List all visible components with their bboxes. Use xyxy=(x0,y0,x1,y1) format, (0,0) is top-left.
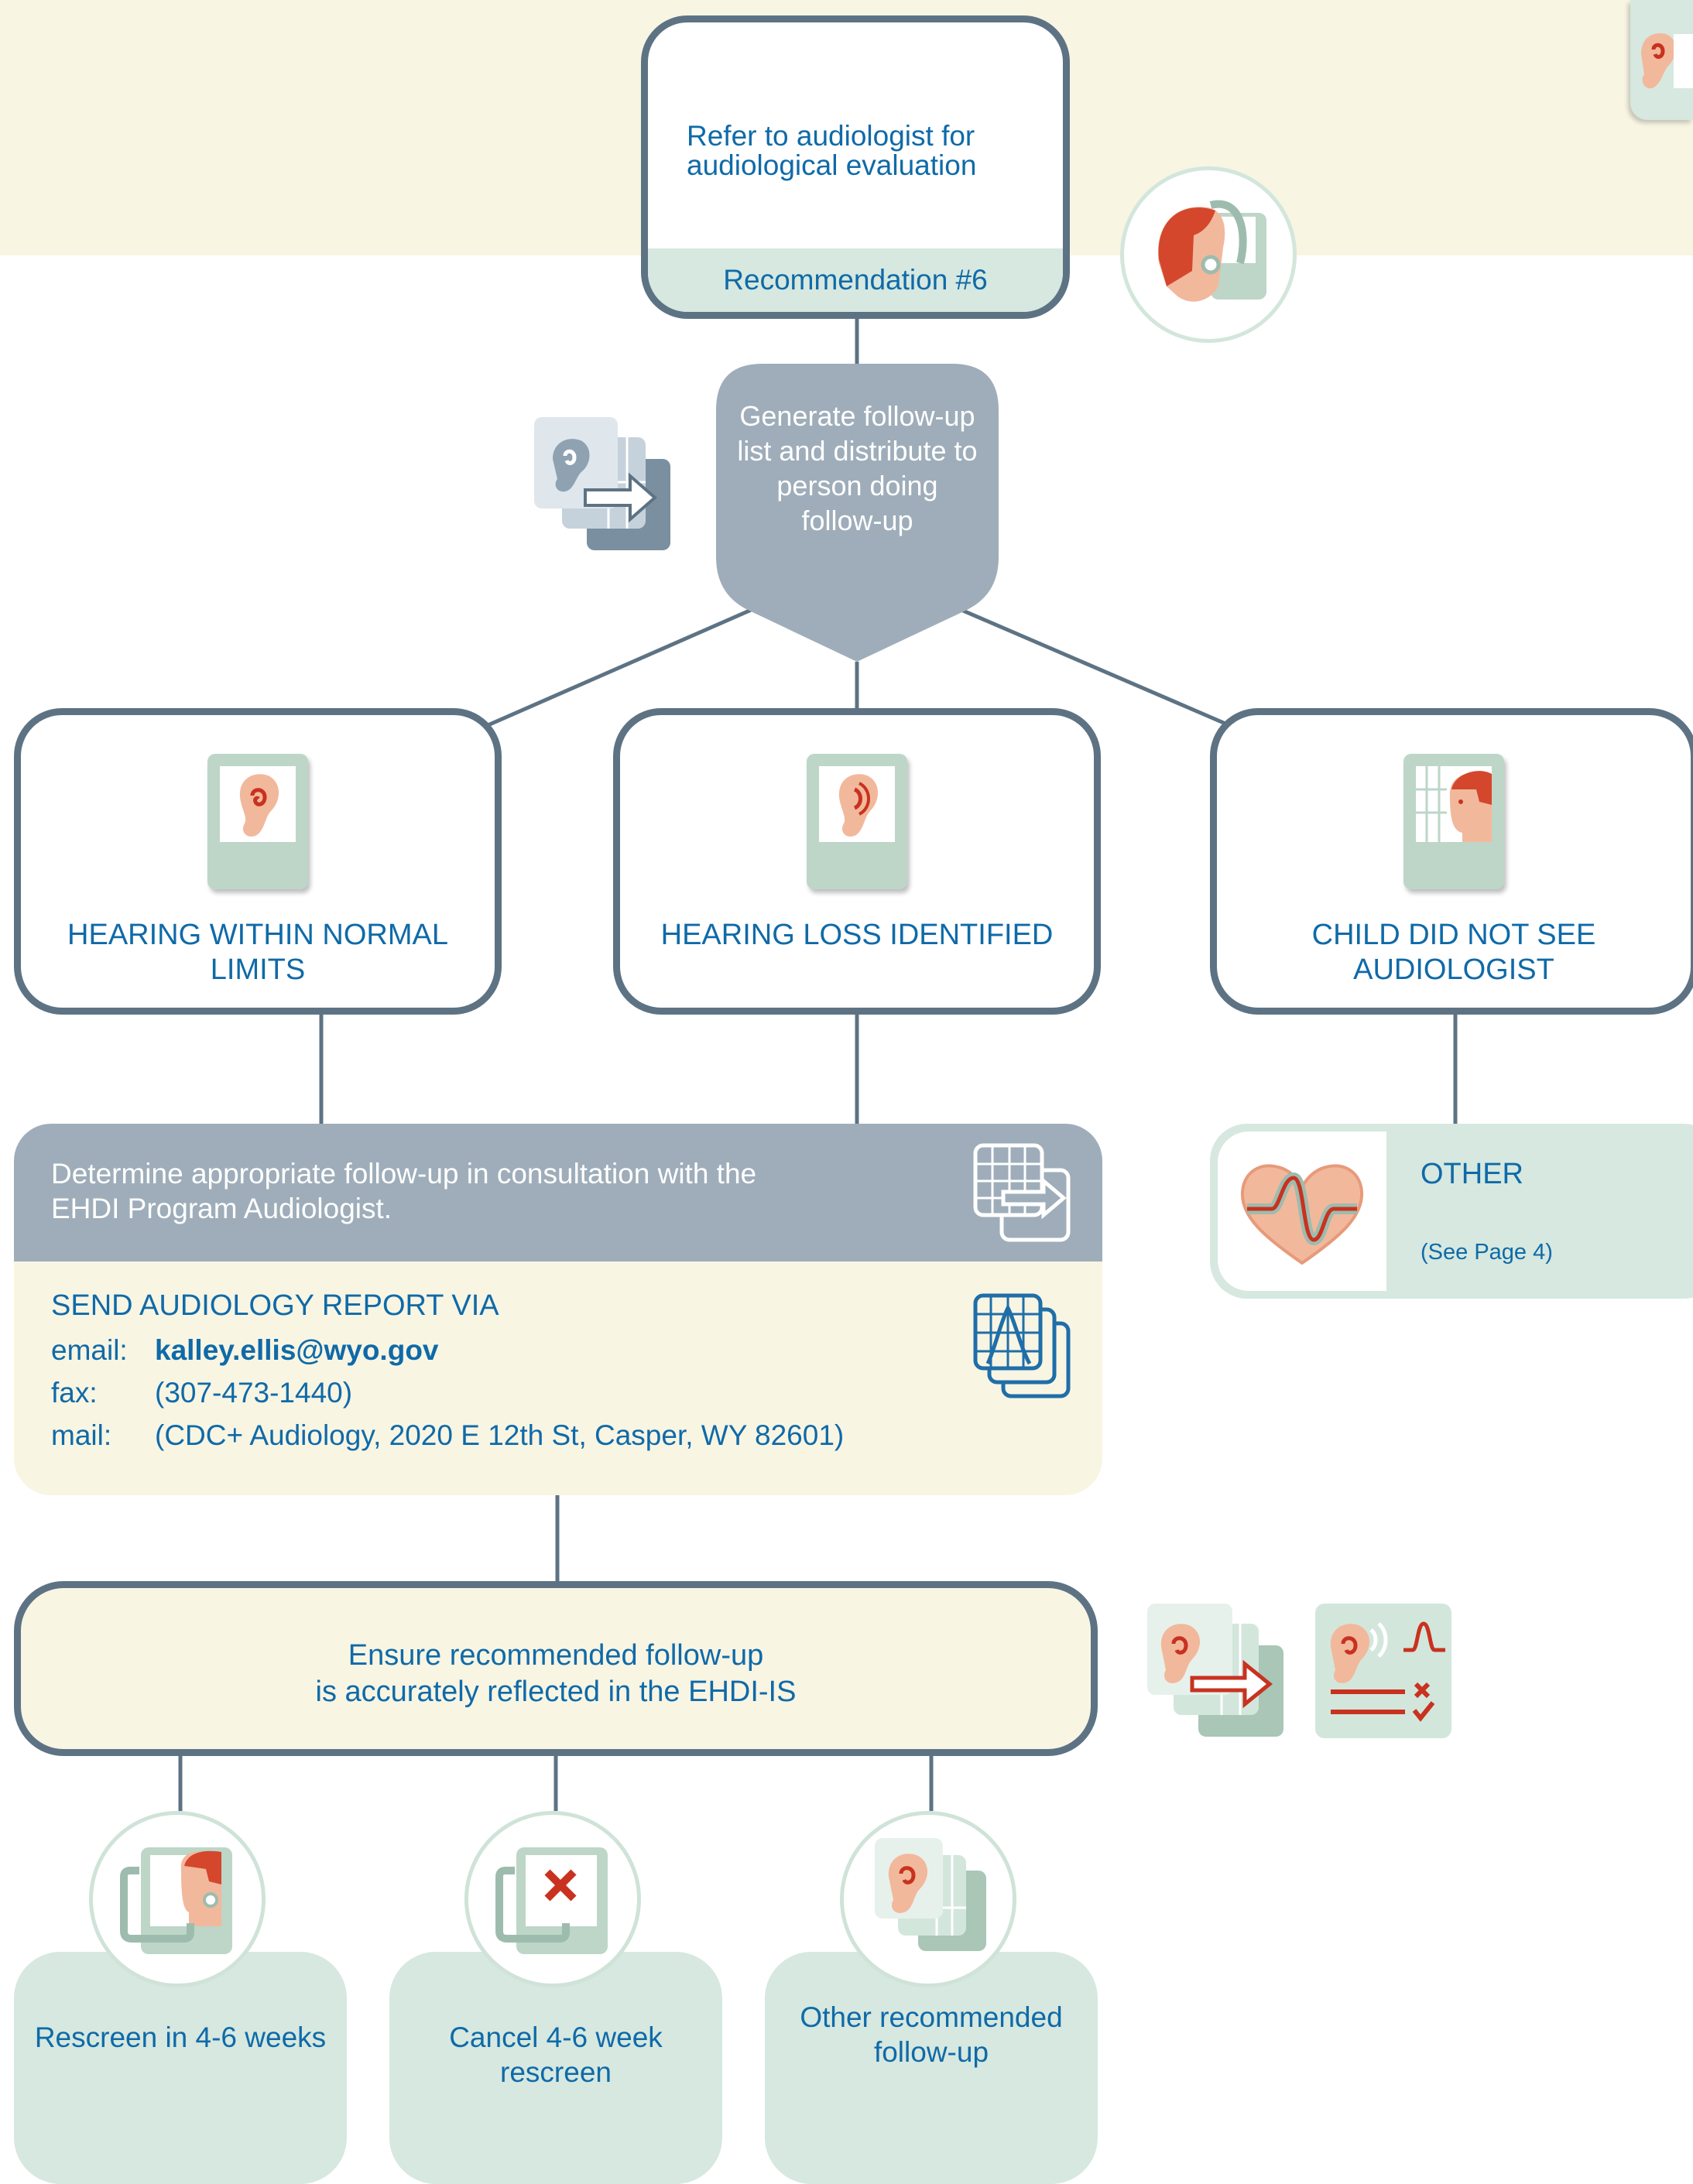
result-label-cancel: Cancel 4-6 week rescreen xyxy=(449,2021,663,2088)
connector-generate-to-notseen xyxy=(957,606,1232,728)
other-card: OTHER (See Page 4) xyxy=(1210,1124,1693,1299)
mail-value: (CDC+ Audiology, 2020 E 12th St, Casper,… xyxy=(155,1419,845,1451)
outcome-did-not-see: CHILD DID NOT SEE AUDIOLOGIST xyxy=(1210,708,1693,1015)
recommendation-box: Refer to audiologist for audiological ev… xyxy=(641,15,1070,319)
connector-generate-to-normal xyxy=(485,606,756,728)
fax-value: (307-473-1440) xyxy=(155,1377,353,1409)
documents-transfer-icon xyxy=(973,1143,1071,1242)
determine-header: Determine appropriate follow-up in consu… xyxy=(14,1124,1102,1261)
generate-step-text: Generate follow-up list and distribute t… xyxy=(737,400,978,536)
send-report-title: SEND AUDIOLOGY REPORT VIA xyxy=(51,1289,499,1322)
result-other-followup: Other recommended follow-up xyxy=(765,1952,1098,2184)
ensure-box: Ensure recommended follow-up is accurate… xyxy=(14,1581,1098,1756)
send-email-row: email: kalley.ellis@wyo.gov xyxy=(51,1334,439,1367)
outcome-normal-hearing: HEARING WITHIN NORMAL LIMITS xyxy=(14,708,502,1015)
result-label-other: Other recommended follow-up xyxy=(800,2001,1063,2068)
outcome-label-loss: HEARING LOSS IDENTIFIED xyxy=(660,919,1054,951)
ear-icon xyxy=(207,754,308,889)
ear-transfer-icon xyxy=(1147,1604,1283,1737)
send-fax-row: fax: (307-473-1440) xyxy=(51,1377,352,1409)
send-mail-row: mail: (CDC+ Audiology, 2020 E 12th St, Ca… xyxy=(51,1419,844,1452)
audiologist-icon xyxy=(1120,166,1297,343)
mail-label: mail: xyxy=(51,1419,112,1451)
result-cancel: Cancel 4-6 week rescreen xyxy=(389,1952,722,2184)
ensure-line-2: is accurately reflected in the EHDI-IS xyxy=(315,1676,797,1708)
ear-checklist-icon xyxy=(1315,1604,1451,1738)
other-title: OTHER xyxy=(1421,1158,1523,1190)
other-subtitle[interactable]: (See Page 4) xyxy=(1421,1240,1553,1265)
child-face-icon xyxy=(1403,754,1504,889)
email-label: email: xyxy=(51,1334,128,1366)
recommendation-text: Refer to audiologist for audiological ev… xyxy=(687,120,977,181)
generate-step-shape xyxy=(716,364,999,662)
outcome-label-not-seen: CHILD DID NOT SEE AUDIOLOGIST xyxy=(1311,919,1596,986)
heart-wave-icon xyxy=(1240,1164,1364,1265)
outcome-hearing-loss: HEARING LOSS IDENTIFIED xyxy=(613,708,1101,1015)
cancel-icon xyxy=(464,1811,641,1987)
result-rescreen: Rescreen in 4-6 weeks xyxy=(14,1952,347,2184)
outcome-label-normal: HEARING WITHIN NORMAL LIMITS xyxy=(67,919,448,986)
email-value[interactable]: kalley.ellis@wyo.gov xyxy=(155,1334,439,1366)
determine-panel: Determine appropriate follow-up in consu… xyxy=(14,1124,1102,1495)
ensure-text: Ensure recommended follow-up is accurate… xyxy=(21,1638,1091,1710)
ear-documents-icon xyxy=(840,1811,1016,1987)
ensure-line-1: Ensure recommended follow-up xyxy=(348,1639,764,1672)
recommendation-footer: Recommendation #6 xyxy=(648,248,1063,312)
other-icon-panel xyxy=(1218,1131,1386,1291)
fax-label: fax: xyxy=(51,1377,98,1409)
determine-text: Determine appropriate follow-up in consu… xyxy=(51,1158,757,1224)
ear-sound-icon xyxy=(807,754,907,889)
list-transfer-icon xyxy=(534,417,670,550)
send-report-section: SEND AUDIOLOGY REPORT VIA email: kalley.e… xyxy=(14,1261,1102,1495)
audiogram-report-icon xyxy=(973,1293,1071,1398)
rescreen-icon xyxy=(89,1811,266,1987)
result-label-rescreen: Rescreen in 4-6 weeks xyxy=(34,2021,327,2053)
corner-ear-icon xyxy=(1630,0,1693,120)
